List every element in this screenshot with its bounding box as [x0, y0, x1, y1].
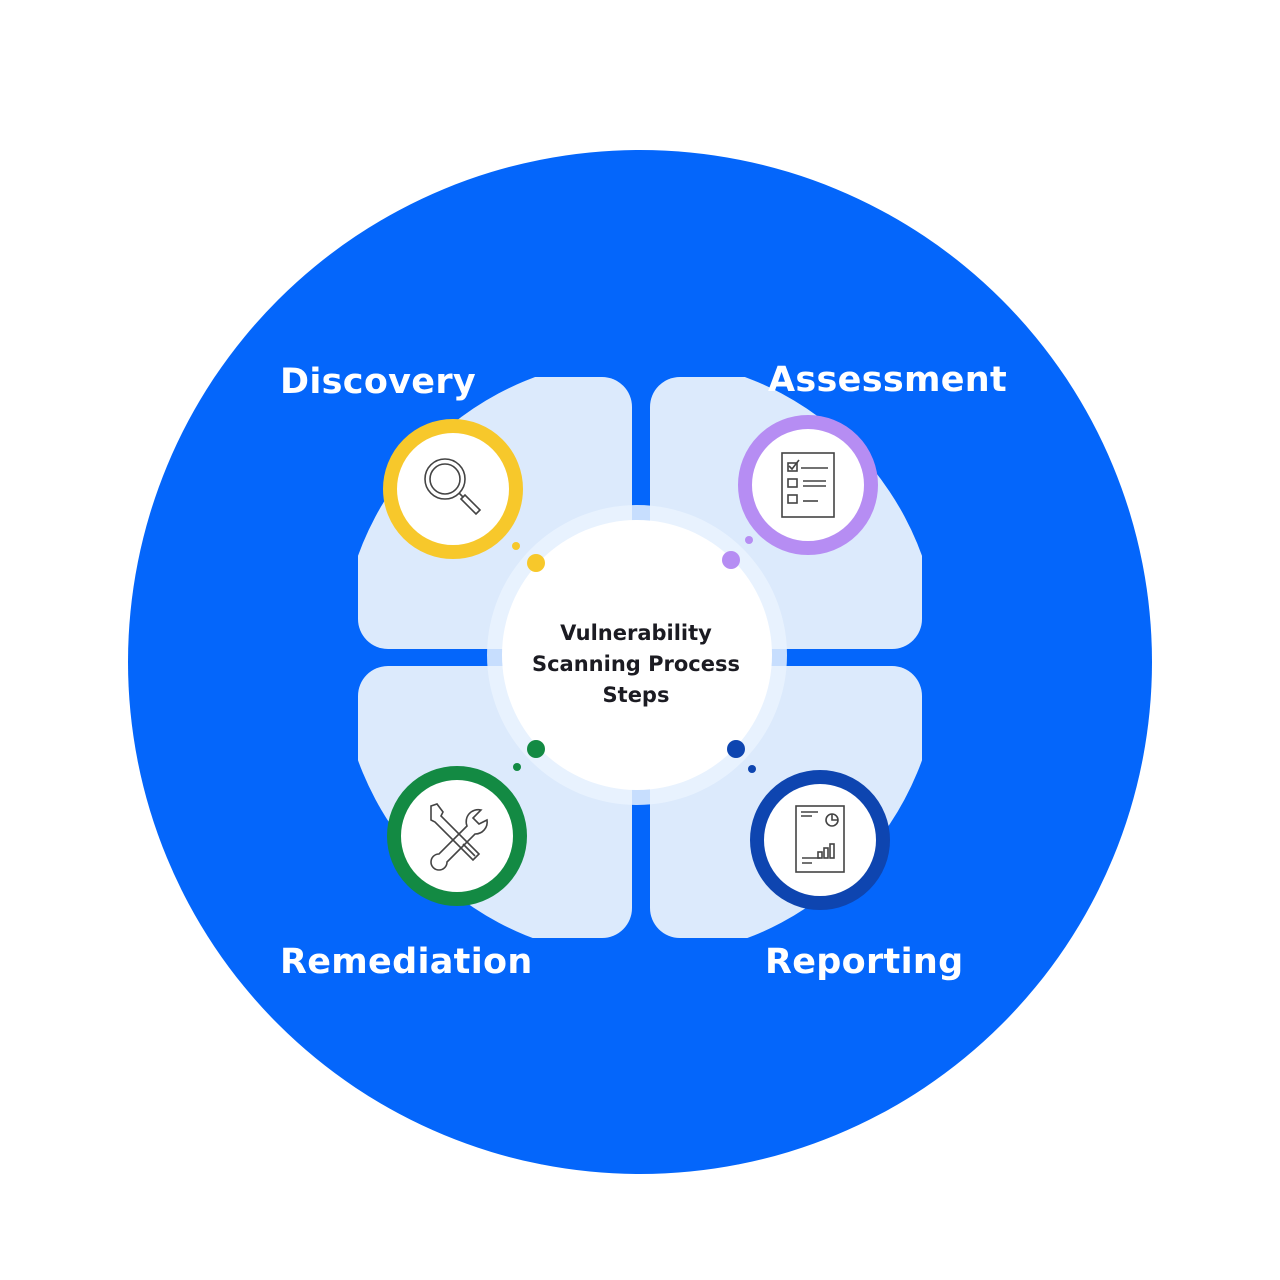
center-title-line: Vulnerability [560, 621, 712, 645]
step-label-assessment: Assessment [768, 360, 1008, 400]
step-label-reporting: Reporting [765, 942, 964, 982]
center-title-line: Scanning Process [531, 652, 740, 676]
center-title-line: Steps [602, 683, 670, 707]
report-icon [795, 805, 845, 873]
dot-discovery-small [512, 542, 520, 550]
dot-reporting-small [748, 765, 756, 773]
center-title: Vulnerability Scanning Process Steps [500, 618, 772, 711]
assessment-icon-badge [738, 415, 878, 555]
tools-icon [430, 803, 488, 871]
dot-remediation-small [513, 763, 521, 771]
reporting-icon-badge [750, 770, 890, 910]
magnifier-icon [424, 458, 482, 516]
dot-assessment-small [745, 536, 753, 544]
checklist-icon [781, 452, 835, 518]
step-label-discovery: Discovery [280, 362, 477, 402]
dot-discovery-large [527, 554, 545, 572]
remediation-icon-badge [387, 766, 527, 906]
step-label-remediation: Remediation [280, 942, 533, 982]
center-circle [502, 520, 772, 790]
dot-assessment-large [722, 551, 740, 569]
dot-reporting-large [727, 740, 745, 758]
dot-remediation-large [527, 740, 545, 758]
discovery-icon-badge [383, 419, 523, 559]
